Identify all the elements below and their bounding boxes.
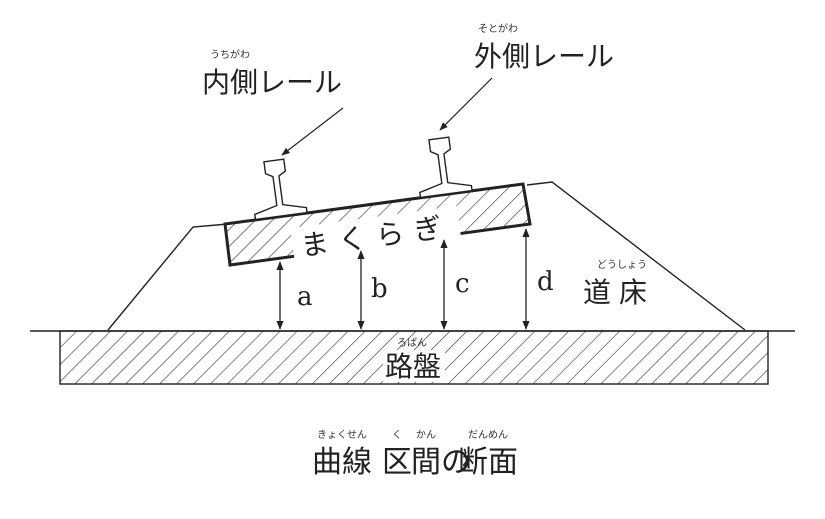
roadbed-label: 路盤 [385,350,441,383]
caption-ku: 区 [382,445,412,480]
figure-caption: きょくせん く かん だんめん 曲線 区 間 の 断面 [312,429,518,480]
ballast-ruby: どうしょう [597,259,647,271]
ballast-outline-right [526,181,746,331]
outer-rail [419,136,473,199]
measure-b-label: b [371,274,388,304]
measure-d-label: d [537,267,554,297]
inner-rail-pointer [281,107,344,156]
inner-rail-ruby: うちがわ [210,48,250,61]
roadbed-ruby: ろばん [397,337,427,349]
outer-rail-pointer [439,77,493,131]
caption-kyokusen: 曲線 [312,445,372,480]
inner-rail [254,158,308,221]
inner-rail-label: 内側レール [202,66,342,99]
outer-rail-label: 外側レール [474,40,614,73]
ballast-label: 道床 [583,276,655,309]
caption-kan: 間 [411,445,441,480]
outer-rail-ruby: そとがわ [478,22,518,35]
ballast-outline [107,223,229,331]
caption-no: の [441,445,471,480]
caption-ruby-danmen: だんめん [468,429,508,441]
caption-ruby-kan: かん [416,429,436,441]
measure-c-label: c [455,269,470,299]
caption-danmen: 断面 [458,445,518,480]
caption-ruby-ku: く [392,430,402,441]
measure-a-label: a [297,282,313,312]
caption-ruby-kyokusen: きょくせん [317,429,367,441]
